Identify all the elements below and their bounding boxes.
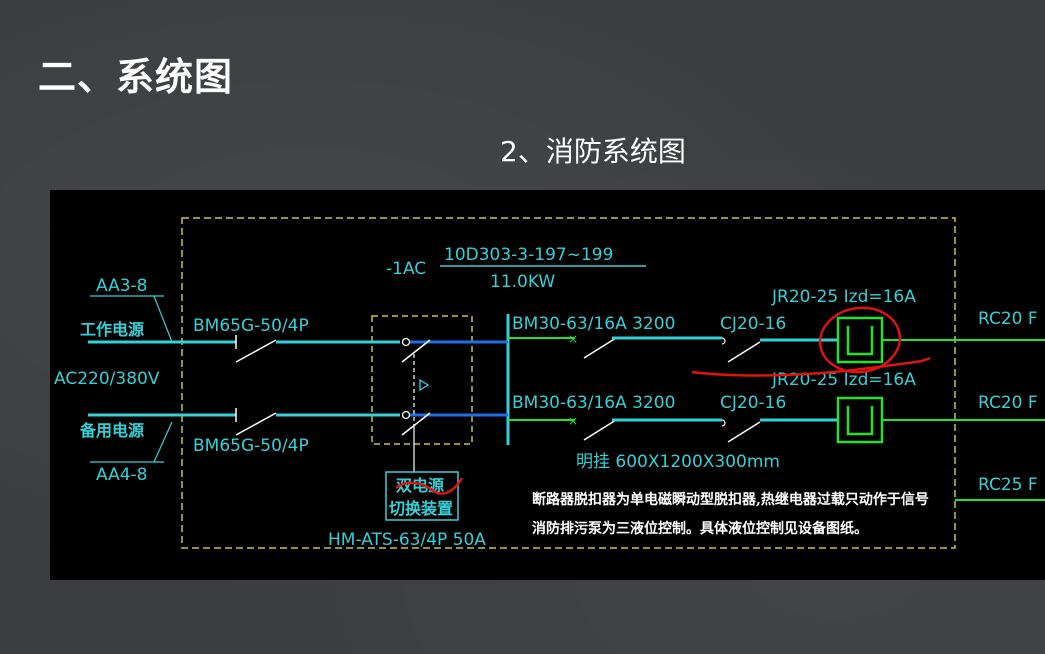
svg-text:×: × xyxy=(568,414,578,428)
work-source-code: AA3-8 xyxy=(96,276,148,296)
branch-1-thermal-relay: JR20-25 Izd=16A xyxy=(771,287,916,307)
branch-2-breaker: BM30-63/16A 3200 xyxy=(512,393,675,413)
power-rating: 11.0KW xyxy=(490,272,555,292)
branch-3-cable: RC25 F xyxy=(978,475,1038,495)
cad-diagram-panel: -1AC 10D303-3-197~199 11.0KW AA3-8 工作电源 … xyxy=(50,190,1045,580)
branch-1-contactor: CJ20-16 xyxy=(720,314,786,334)
branch-1: × xyxy=(508,316,1045,364)
backup-source-code: AA4-8 xyxy=(96,465,148,485)
ats-model: HM-ATS-63/4P 50A xyxy=(328,530,486,550)
ats-switch-symbol xyxy=(401,339,431,472)
ats-label-box xyxy=(385,471,459,521)
slide-title: 二、系统图 xyxy=(38,55,234,99)
red-ats-mark xyxy=(395,477,464,495)
branch-2-cable: RC20 F xyxy=(978,393,1038,413)
drawing-ref: 10D303-3-197~199 xyxy=(444,245,613,265)
branch-1-breaker: BM30-63/16A 3200 xyxy=(512,314,675,334)
branch-1-cable: RC20 F xyxy=(978,309,1038,329)
distribution-box-outline xyxy=(181,217,956,549)
mounting-info: 明挂 600X1200X300mm xyxy=(576,452,780,472)
main-breaker-1-label: BM65G-50/4P xyxy=(193,316,309,336)
branch-2: × xyxy=(508,396,1045,444)
red-circle-annotation xyxy=(818,306,902,374)
backup-source-leader xyxy=(153,421,173,463)
svg-text:×: × xyxy=(568,332,578,346)
branch-2-contactor: CJ20-16 xyxy=(720,393,786,413)
note-line-1: 断路器脱扣器为单电磁瞬动型脱扣器,热继电器过载只动作于信号 xyxy=(532,491,929,508)
voltage-label: AC220/380V xyxy=(54,369,160,389)
ats-enclosure xyxy=(371,315,473,445)
ats-label-line2: 切换装置 xyxy=(389,499,453,518)
circuit-ref: -1AC xyxy=(386,259,426,279)
fire-system-diagram: -1AC 10D303-3-197~199 11.0KW AA3-8 工作电源 … xyxy=(54,217,1045,550)
work-source-label: 工作电源 xyxy=(80,320,144,339)
backup-feeder xyxy=(88,408,444,436)
branch-2-thermal-relay: JR20-25 Izd=16A xyxy=(771,370,916,390)
main-breaker-2-label: BM65G-50/4P xyxy=(193,436,309,456)
slide-subtitle: 2、消防系统图 xyxy=(500,135,686,168)
work-feeder xyxy=(88,335,444,363)
work-source-leader xyxy=(153,295,173,343)
note-line-2: 消防排污泵为三液位控制。具体液位控制见设备图纸。 xyxy=(532,520,868,537)
red-underline-annotation xyxy=(691,356,931,377)
backup-source-label: 备用电源 xyxy=(79,421,144,440)
